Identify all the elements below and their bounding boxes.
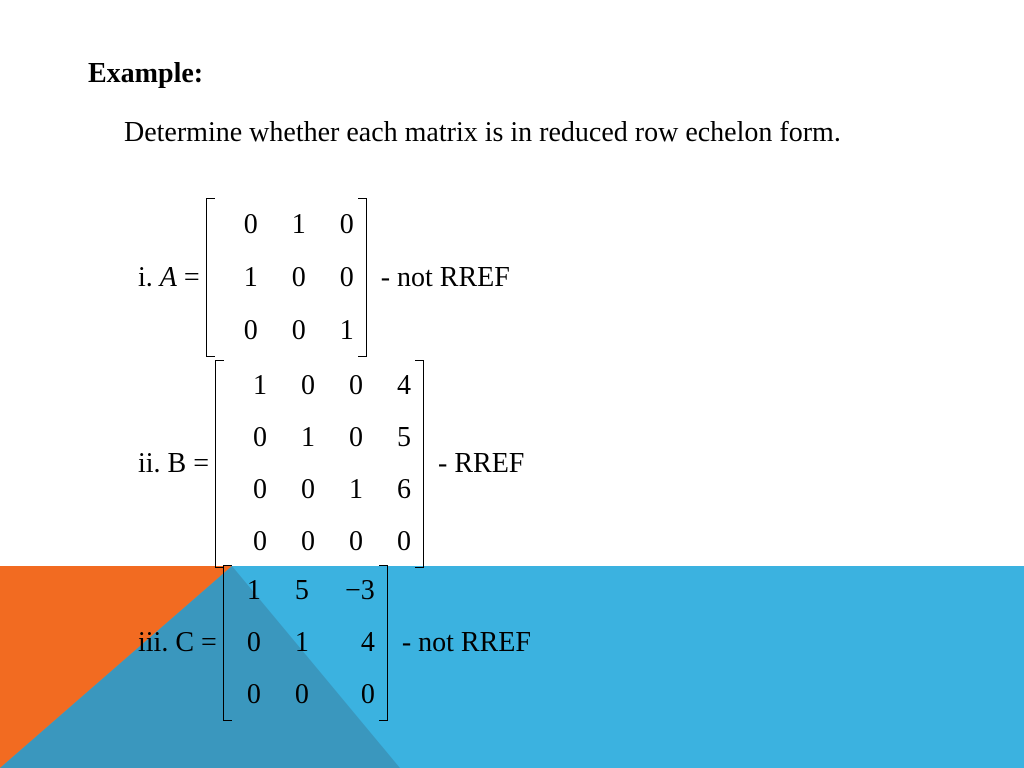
matrix-entry: 1 <box>243 261 258 293</box>
overlap-triangle <box>0 566 400 768</box>
matrix-entry: 6 <box>397 474 412 505</box>
matrix-entry: 0 <box>291 314 306 346</box>
matrix-entry: 0 <box>301 370 316 401</box>
rref-verdict: - not RREF <box>380 261 510 293</box>
matrix-b: 1 0 0 4 0 1 0 5 0 0 1 6 0 0 0 0 <box>215 360 425 568</box>
matrix-entry: 0 <box>294 679 309 710</box>
matrix-label: ii. B = <box>138 448 210 479</box>
matrix-entry: 0 <box>349 526 364 557</box>
matrix-entry: 5 <box>397 422 412 453</box>
matrix-entry: −3 <box>345 575 375 606</box>
matrix-entry: 0 <box>349 370 364 401</box>
matrix-entry: 0 <box>253 526 268 557</box>
matrix-entry: 0 <box>246 679 261 710</box>
example-heading: Example: <box>88 58 204 89</box>
matrix-entry: 1 <box>253 370 268 401</box>
matrix-entry: 0 <box>301 474 316 505</box>
matrix-a: 0 1 0 1 0 0 0 0 1 <box>205 198 367 357</box>
rref-verdict: - not RREF <box>401 627 531 658</box>
matrix-item-a: i. A = 0 1 0 1 0 0 0 0 1 - not RREF <box>138 198 510 357</box>
matrix-entry: 0 <box>360 679 375 710</box>
matrix-entry: 1 <box>339 314 354 346</box>
instructions-text: Determine whether each matrix is in redu… <box>124 117 841 148</box>
rref-verdict: - RREF <box>438 448 525 479</box>
matrix-entry: 0 <box>339 261 354 293</box>
matrix-entry: 0 <box>243 314 258 346</box>
matrix-item-b: ii. B = 1 0 0 4 0 1 0 5 0 0 1 6 0 0 0 0 … <box>138 360 524 568</box>
matrix-entry: 0 <box>397 526 412 557</box>
matrix-item-c: iii. C = 1 5 −3 0 1 4 0 0 0 - not RREF <box>138 565 531 721</box>
matrix-entry: 4 <box>397 370 412 401</box>
matrix-entry: 5 <box>294 575 309 606</box>
matrix-label: iii. C = <box>138 627 217 658</box>
matrix-entry: 0 <box>243 208 258 240</box>
matrix-entry: 4 <box>360 627 375 658</box>
matrix-entry: 0 <box>253 422 268 453</box>
matrix-entry: 0 <box>246 627 261 658</box>
matrix-label: i. A = <box>138 261 200 293</box>
matrix-entry: 1 <box>301 422 316 453</box>
matrix-entry: 0 <box>301 526 316 557</box>
matrix-entry: 1 <box>349 474 364 505</box>
matrix-entry: 0 <box>253 474 268 505</box>
matrix-c: 1 5 −3 0 1 4 0 0 0 <box>222 565 388 721</box>
matrix-entry: 0 <box>349 422 364 453</box>
matrix-entry: 0 <box>339 208 354 240</box>
matrix-entry: 1 <box>246 575 261 606</box>
matrix-entry: 1 <box>291 208 306 240</box>
matrix-entry: 1 <box>294 627 309 658</box>
matrix-entry: 0 <box>291 261 306 293</box>
